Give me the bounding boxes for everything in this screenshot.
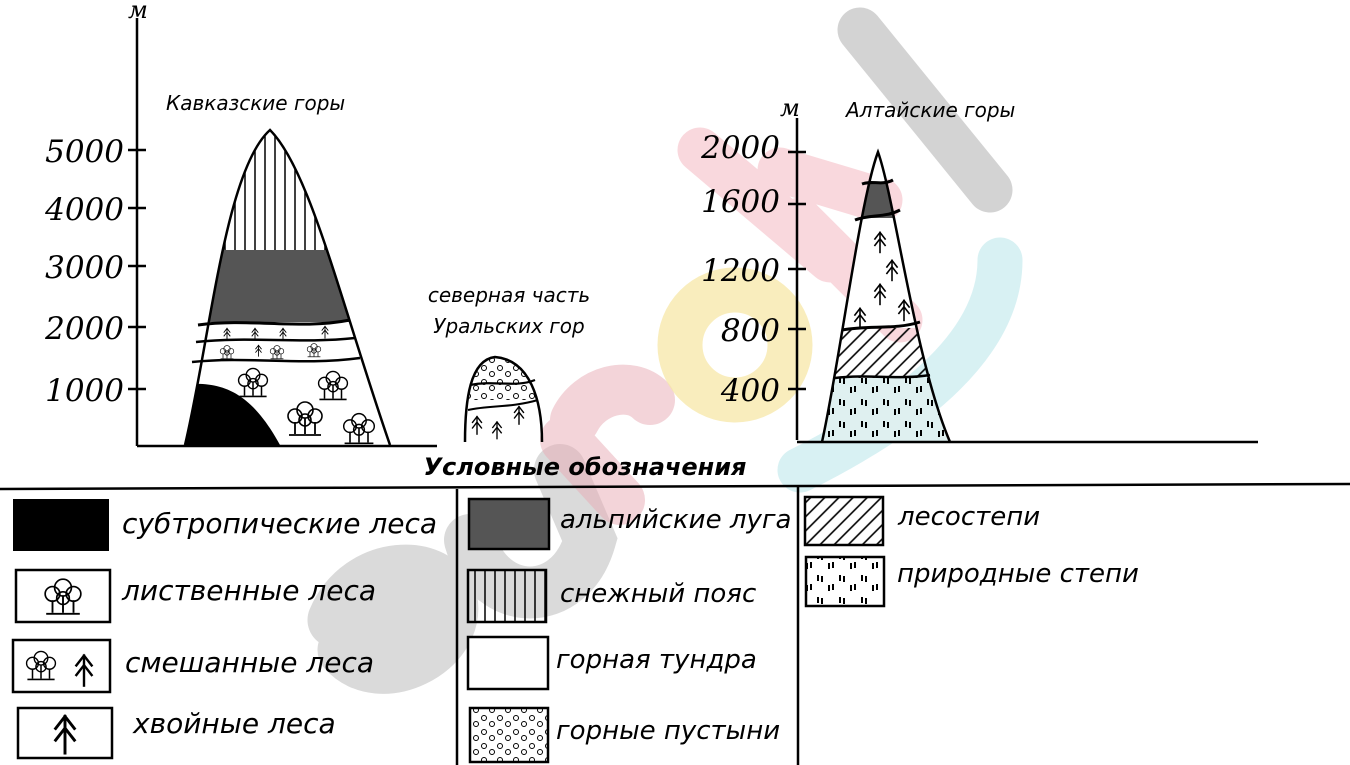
left-axis [128,18,437,448]
caucasus-tick-4000: 4000 [44,192,124,228]
legend-label-snow: снежный пояс [560,579,756,609]
legend-swatch-alpine [467,497,551,551]
legend-label-deciduous: лиственные леса [121,574,376,607]
altai-tick-2000: 2000 [700,130,780,166]
legend-title: Условные обозначения [424,453,747,481]
legend-label-coniferous: хвойные леса [132,707,336,740]
legend-swatch-steppe [804,555,886,608]
legend-label-mixed: смешанные леса [125,646,374,679]
legend-label-alpine: альпийские луга [560,505,791,535]
right-axis-unit: м [780,94,800,122]
legend-swatch-mixed [11,638,112,694]
legend-label-steppe: природные степи [897,559,1139,589]
legend-label-forest-steppe: лесостепи [897,502,1040,532]
caucasus-title: Кавказские горы [166,91,345,115]
caucasus-tick-1000: 1000 [45,373,124,409]
urals-title-line1: северная часть [428,283,590,307]
altai-tick-400: 400 [720,373,780,409]
caucasus-tick-3000: 3000 [45,250,124,286]
altai-tick-800: 800 [721,313,780,349]
legend-label-subtropical: субтропические леса [122,507,437,540]
legend-swatch-coniferous [16,706,114,760]
legend-frame [0,482,1350,765]
caucasus-mountain [183,128,392,446]
right-axis [788,118,1258,444]
altai-tick-1600: 1600 [701,184,780,220]
legend-label-desert: горные пустыни [556,716,780,746]
legend-swatch-desert [468,706,550,764]
urals-mountain [463,355,544,443]
urals-title-line2: Уральских гор [433,314,584,338]
legend-swatch-snow [466,568,548,624]
left-axis-unit: м [128,0,148,24]
legend-swatch-subtropical [13,499,109,551]
legend-swatch-deciduous [14,568,112,624]
caucasus-tick-5000: 5000 [45,134,124,170]
caucasus-tick-2000: 2000 [44,311,124,347]
legend-swatch-tundra [466,635,550,691]
legend-label-tundra: горная тундра [556,645,757,675]
altai-title: Алтайские горы [844,98,1015,122]
legend-swatch-forest-steppe [803,495,885,547]
altai-tick-1200: 1200 [701,253,780,289]
